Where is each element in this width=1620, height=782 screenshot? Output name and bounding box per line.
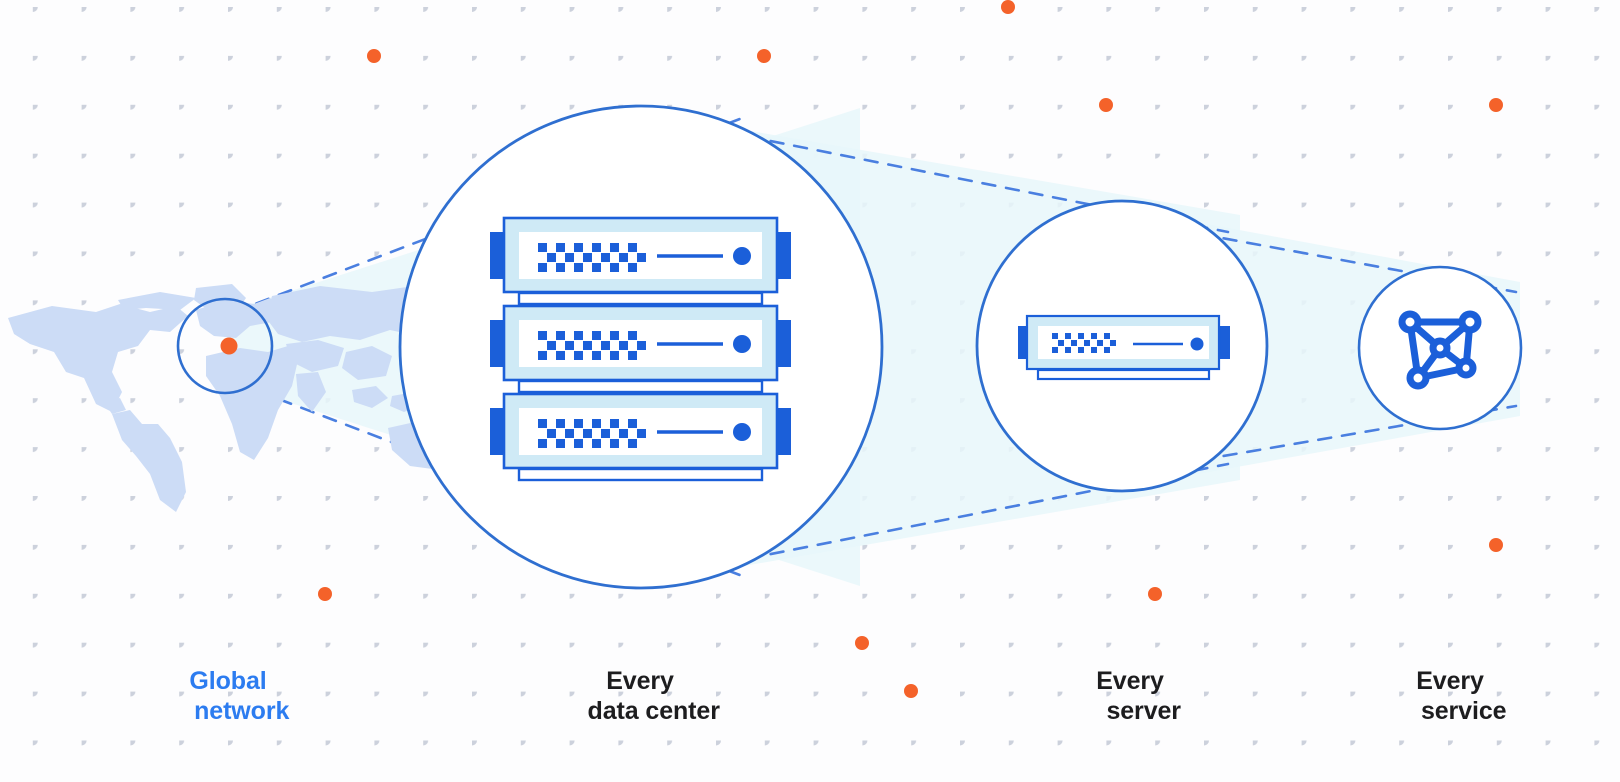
server-unit-single-ports xyxy=(1052,333,1116,353)
network-node-bottom-left xyxy=(1406,366,1430,390)
global-network-location-pin xyxy=(220,337,238,355)
server-unit-single xyxy=(1018,314,1230,381)
stage-label-every-server: Every server xyxy=(1030,666,1230,726)
highlight-dots xyxy=(318,0,1503,698)
every-server-graphic xyxy=(975,199,1269,493)
highlight-dot xyxy=(1148,587,1162,601)
network-node-center xyxy=(1429,337,1451,359)
stage-label-every-service-line1: Every xyxy=(1416,667,1484,695)
global-network-focus-circle xyxy=(176,297,274,395)
network-node-top-left xyxy=(1398,310,1422,334)
stage-label-every-data-center-line2: data center xyxy=(587,697,720,725)
highlight-dot xyxy=(1489,98,1503,112)
stage-label-global-network: Global network xyxy=(128,666,328,726)
network-node-top-right xyxy=(1458,310,1482,334)
highlight-dot xyxy=(1489,538,1503,552)
every-data-center-graphic xyxy=(398,104,884,590)
server-unit-3-ports xyxy=(538,419,646,448)
highlight-dot xyxy=(855,636,869,650)
every-service-graphic xyxy=(1357,265,1523,431)
stage-label-every-server-line1: Every xyxy=(1096,667,1164,695)
dashed-line-datacenter-top xyxy=(698,125,1230,234)
highlight-dot xyxy=(318,587,332,601)
stage-label-every-data-center-line1: Every xyxy=(606,667,674,695)
server-unit-2-ports xyxy=(538,331,646,360)
stage-label-global-network-line1: Global xyxy=(189,667,267,695)
highlight-dot xyxy=(757,49,771,63)
server-unit-1-ports xyxy=(538,243,646,272)
highlight-dot xyxy=(1099,98,1113,112)
server-unit-2 xyxy=(490,304,791,394)
network-node-bottom-right xyxy=(1455,357,1477,379)
stage-label-global-network-line2: network xyxy=(194,697,290,725)
highlight-dot xyxy=(1001,0,1015,14)
stage-label-every-service-line2: service xyxy=(1420,697,1507,725)
highlight-dot xyxy=(904,684,918,698)
stage-label-every-server-line2: server xyxy=(1106,697,1181,725)
stage-label-every-service: Every service xyxy=(1350,666,1550,726)
highlight-dot xyxy=(367,49,381,63)
dashed-line-datacenter-bottom xyxy=(698,462,1230,570)
server-unit-1 xyxy=(490,216,791,306)
stage-label-every-data-center: Every data center xyxy=(540,666,740,726)
server-unit-3 xyxy=(490,392,791,482)
